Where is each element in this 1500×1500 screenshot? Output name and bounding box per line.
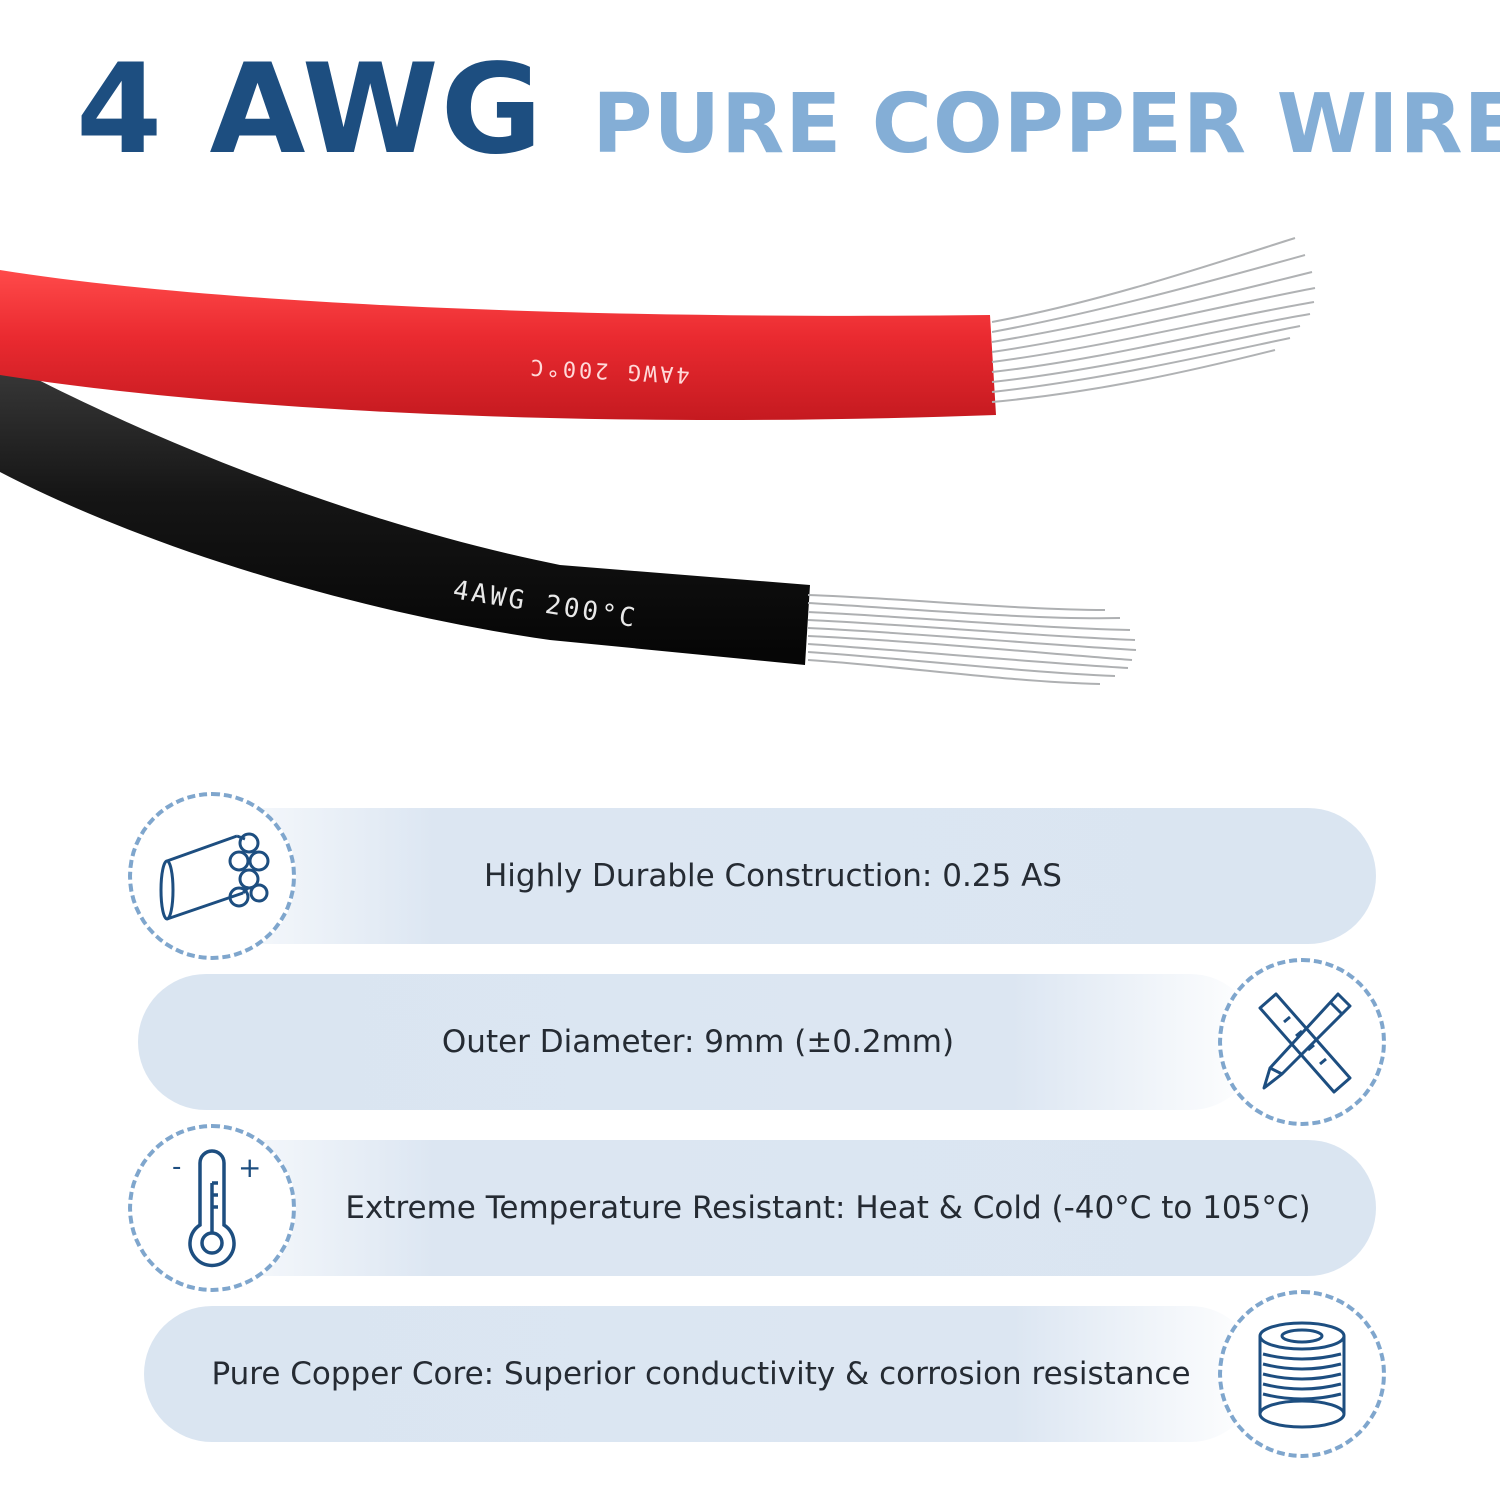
feature-pill-diameter: Outer Diameter: 9mm (±0.2mm) [138,974,1258,1110]
cable-illustration: 4AWG 200°C 4AWG 200°C [0,210,1500,730]
feature-pill-temperature: Extreme Temperature Resistant: Heat & Co… [170,1140,1376,1276]
headline-product: PURE COPPER WIRE [592,77,1500,172]
cables-svg: 4AWG 200°C 4AWG 200°C [0,237,1316,685]
headline: 4 AWG PURE COPPER WIRE [76,38,1500,198]
temperature-badge: - + [128,1124,296,1292]
black-cable-strands [807,594,1137,685]
thermometer-icon: - + [172,1149,261,1268]
feature-pill-construction: Highly Durable Construction: 0.25 AS [170,808,1376,944]
red-cable: 4AWG 200°C [0,237,1316,421]
ruler-pencil-icon [1258,992,1352,1094]
red-cable-strands [991,237,1316,403]
wire-spool-icon [1258,1321,1346,1429]
minus-sign: - [172,1152,181,1182]
copper-badge [1218,1290,1386,1458]
headline-gauge: 4 AWG [76,38,545,182]
black-cable: 4AWG 200°C [0,360,1137,685]
feature-text-temperature: Extreme Temperature Resistant: Heat & Co… [345,1190,1311,1226]
feature-pill-copper: Pure Copper Core: Superior conductivity … [144,1306,1258,1442]
feature-text-copper: Pure Copper Core: Superior conductivity … [211,1356,1191,1392]
plus-sign: + [238,1151,261,1184]
feature-text-diameter: Outer Diameter: 9mm (±0.2mm) [441,1024,955,1060]
cable-strands-icon [159,832,270,921]
diameter-badge [1218,958,1386,1126]
construction-badge [128,792,296,960]
feature-text-construction: Highly Durable Construction: 0.25 AS [484,858,1062,894]
